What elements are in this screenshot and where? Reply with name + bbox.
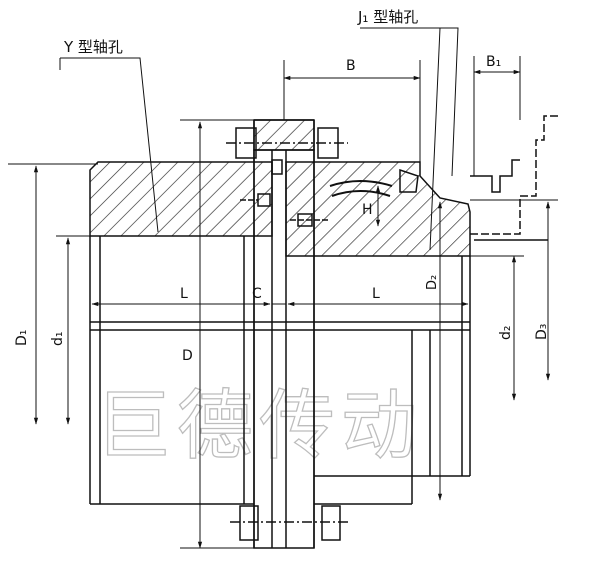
dim-label-d2-lower: d₂ [498,326,514,341]
dim-label-d3: D₃ [534,324,550,340]
dim-label-d1-upper: D₁ [14,330,30,346]
dim-label-b: B [346,58,356,74]
dim-label-d2-upper: D₂ [425,275,440,290]
dim-label-d1-lower: d₁ [50,332,66,347]
dim-label-c: C [252,286,262,302]
dim-label-b1: B₁ [486,54,501,70]
dimension-lines [8,27,558,549]
dim-label-d: D [182,348,193,364]
coupling-body [89,115,560,549]
dim-label-l-left: L [180,286,188,302]
y-bore-callout: Y 型轴孔 [63,38,123,56]
dim-label-h: H [362,202,373,218]
watermark: 巨德传动 [95,381,423,470]
j1-bore-callout: J₁ 型轴孔 [357,8,418,26]
dim-label-l-right: L [372,286,380,302]
